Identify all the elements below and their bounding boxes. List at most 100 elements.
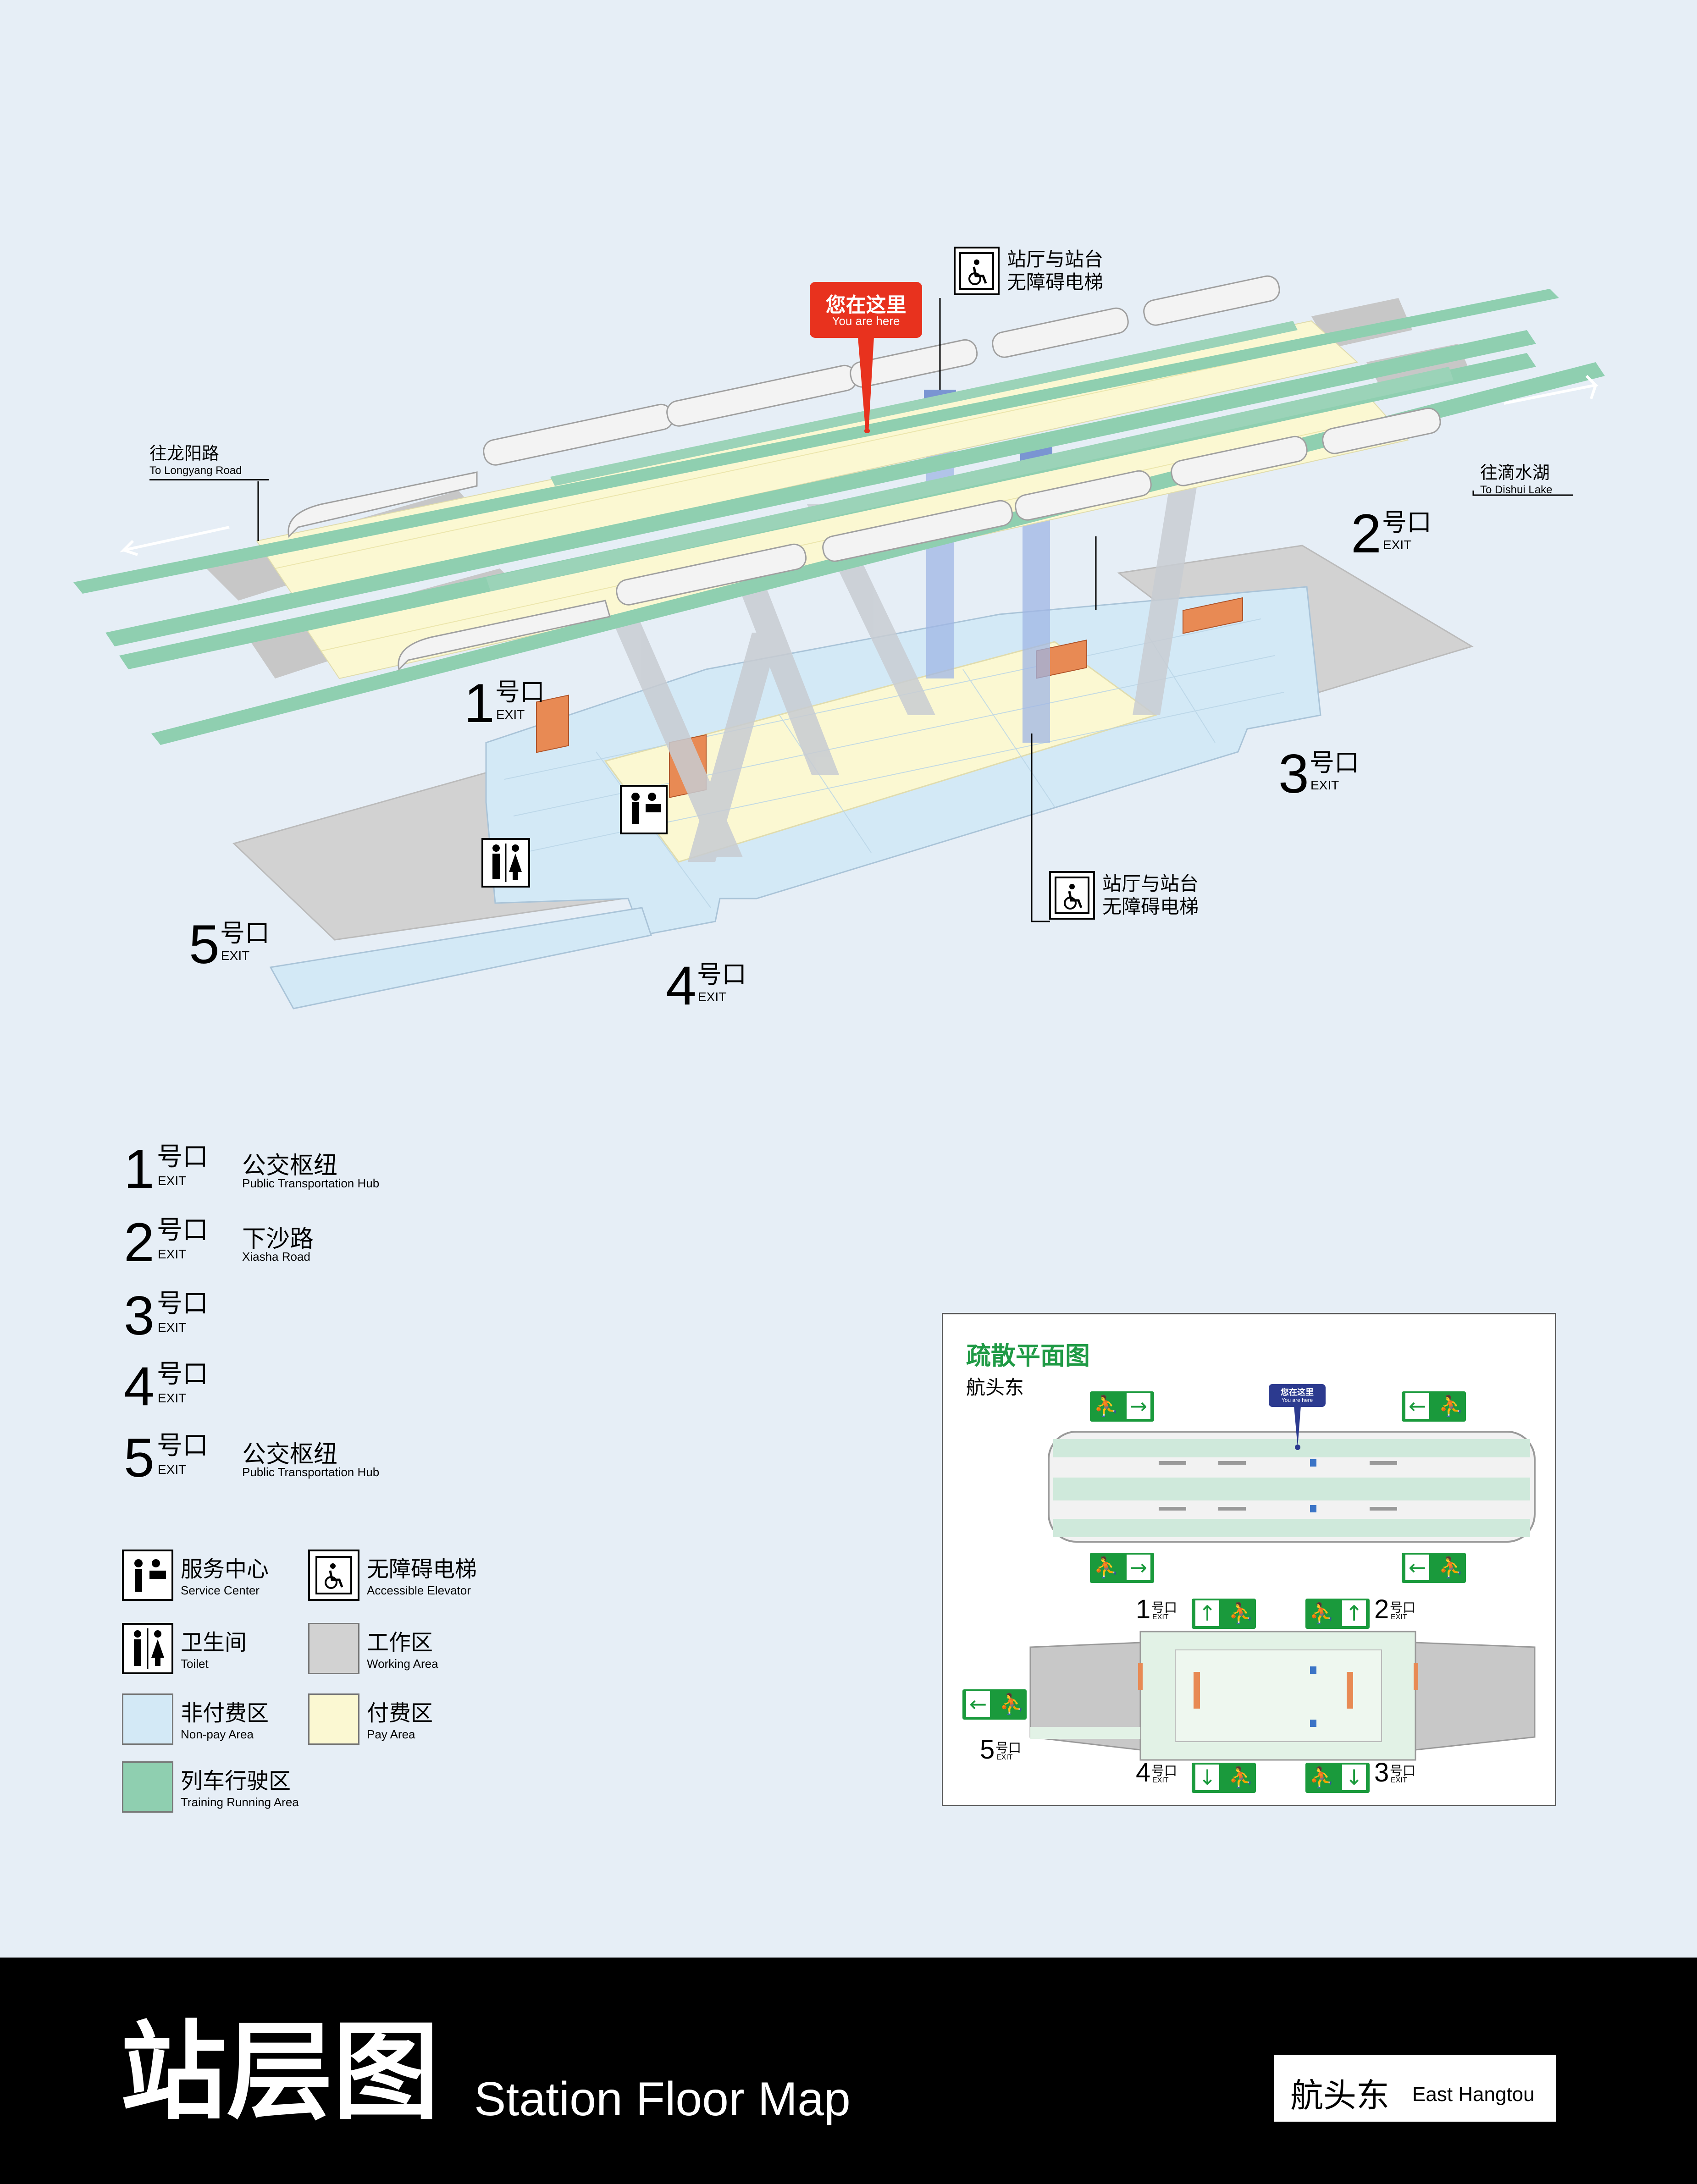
page-title-cn: 站层图 (120, 2010, 440, 2134)
elevator-callout-top-line2: 无障碍电梯 (1007, 271, 1104, 293)
exit-list-num: 1 (124, 1138, 155, 1200)
evac-exit-hao: 号口 (1390, 1600, 1416, 1615)
legend-service-center: 服务中心 Service Center (122, 1550, 315, 1605)
arrow-up-icon: ↑ (1195, 1600, 1219, 1626)
arrow-left-icon: ← (966, 1691, 990, 1717)
legend-label-en: Training Running Area (181, 1795, 299, 1809)
legend-pay-area: 付费区 Pay Area (308, 1693, 501, 1748)
station-name-box: 航头东 East Hangtou (1274, 2055, 1556, 2122)
station-3d-map (0, 0, 1697, 1054)
legend-label-cn: 列车行驶区 (181, 1768, 291, 1794)
running-man-icon: ⛹ (1228, 1766, 1254, 1789)
you-are-here-marker: 您在这里 You are here (810, 282, 922, 433)
evac-exit-en: EXIT (1391, 1776, 1407, 1784)
legend-label-cn: 付费区 (367, 1700, 433, 1726)
arrow-left-icon: ← (1405, 1393, 1429, 1419)
map-exit-1: 1 号口 EXIT (464, 676, 556, 735)
map-exit-3-en: EXIT (1310, 778, 1339, 792)
evac-exit-3: 3 号口 EXIT (1374, 1759, 1425, 1791)
evac-exit-num: 4 (1136, 1758, 1151, 1787)
evac-exit-num: 5 (980, 1735, 995, 1765)
exit-sign-1: ↑ ⛹ (1192, 1599, 1256, 1629)
map-exit-2-hao: 号口 (1382, 508, 1432, 537)
evac-exit-num: 1 (1136, 1594, 1151, 1624)
exit-list-dest-cn: 公交枢纽 (242, 1152, 338, 1180)
station-name-en: East Hangtou (1412, 2083, 1535, 2106)
pay-area-swatch (308, 1693, 359, 1745)
exit-list-row-1: 1 号口 EXIT 公交枢纽 Public Transportation Hub (124, 1142, 536, 1197)
exit-sign-3: ⛹ ↓ (1305, 1763, 1370, 1793)
map-exit-1-num: 1 (464, 673, 495, 734)
running-man-icon: ⛹ (999, 1693, 1024, 1716)
station-name-cn: 航头东 (1290, 2076, 1390, 2115)
evac-exit-num: 2 (1374, 1594, 1389, 1624)
service-center-icon (620, 785, 668, 834)
exit-sign-platform-bl: ⛹ → (1090, 1553, 1154, 1583)
non-pay-area-swatch (122, 1693, 173, 1745)
legend-label-en: Accessible Elevator (367, 1583, 471, 1597)
elevator-callout-bottom-line1: 站厅与站台 (1102, 872, 1199, 895)
map-exit-4: 4 号口 EXIT (666, 958, 757, 1018)
exit-list-hao: 号口 (157, 1142, 208, 1172)
running-man-icon: ⛹ (1094, 1395, 1119, 1418)
evac-exit-hao: 号口 (1390, 1763, 1416, 1778)
exit-list-ex: EXIT (158, 1174, 187, 1188)
exit-list-dest-en: Public Transportation Hub (242, 1465, 380, 1479)
evac-exit-2: 2 号口 EXIT (1374, 1596, 1425, 1628)
exit-list-num: 3 (124, 1285, 155, 1346)
arrow-left-icon: ← (1405, 1555, 1429, 1580)
exit-list-row-3: 3 号口 EXIT (124, 1288, 536, 1343)
exit-list-hao: 号口 (157, 1289, 208, 1318)
running-man-icon: ⛹ (1309, 1766, 1334, 1789)
map-exit-2-num: 2 (1351, 503, 1382, 564)
legend-toilet: 卫生间 Toilet (122, 1623, 315, 1678)
evac-you-are-here-cn: 您在这里 (1281, 1388, 1314, 1397)
elevator-callout-bottom-line2: 无障碍电梯 (1102, 895, 1199, 918)
evac-you-are-here-en: You are here (1281, 1397, 1313, 1403)
direction-left-cn: 往龙阳路 (149, 443, 220, 463)
running-man-icon: ⛹ (1309, 1602, 1334, 1625)
evac-exit-en: EXIT (996, 1754, 1013, 1761)
evac-exit-hao: 号口 (1151, 1600, 1177, 1615)
map-exit-1-en: EXIT (496, 707, 525, 722)
exit-list-dest-en: Public Transportation Hub (242, 1176, 380, 1190)
evacuation-station: 航头东 (966, 1376, 1024, 1399)
arrow-down-icon: ↓ (1342, 1765, 1366, 1790)
elevator-callout-bottom: 站厅与站台 无障碍电梯 (1049, 871, 1199, 920)
evac-exit-hao: 号口 (1151, 1763, 1177, 1778)
map-exit-3-num: 3 (1278, 743, 1309, 805)
legend-train-area: 列车行驶区 Training Running Area (122, 1761, 315, 1816)
exit-list-row-5: 5 号口 EXIT 公交枢纽 Public Transportation Hub (124, 1430, 536, 1485)
running-man-icon: ⛹ (1438, 1395, 1464, 1418)
evacuation-plan: 疏散平面图 航头东 您在这里 You are here (942, 1313, 1556, 1806)
direction-right-cn: 往滴水湖 (1480, 463, 1550, 483)
map-exit-5-num: 5 (189, 914, 220, 975)
map-exit-2-en: EXIT (1383, 538, 1412, 552)
map-exit-1-hao: 号口 (495, 678, 545, 706)
exit-list-hao: 号口 (157, 1359, 208, 1389)
exit-list-num: 5 (124, 1427, 155, 1489)
exit-sign-5: ← ⛹ (962, 1689, 1027, 1720)
direction-left-label: 往龙阳路 To Longyang Road (149, 439, 269, 480)
running-man-icon: ⛹ (1094, 1556, 1119, 1579)
evacuation-title: 疏散平面图 (966, 1341, 1090, 1370)
legend-label-cn: 无障碍电梯 (367, 1556, 477, 1582)
exit-list-dest-cn: 下沙路 (242, 1225, 314, 1253)
exit-list-ex: EXIT (158, 1462, 187, 1477)
exit-list-dest-cn: 公交枢纽 (242, 1441, 338, 1468)
page-title-en: Station Floor Map (474, 2073, 851, 2126)
exit-sign-4: ↓ ⛹ (1192, 1763, 1256, 1793)
exit-list-row-2: 2 号口 EXIT 下沙路 Xiasha Road (124, 1215, 536, 1270)
exit-list-hao: 号口 (157, 1431, 208, 1461)
exit-list-row-4: 4 号口 EXIT (124, 1359, 536, 1414)
accessible-elevator-icon (308, 1550, 359, 1601)
legend-label-en: Service Center (181, 1583, 260, 1597)
exit-sign-platform-tr: ← ⛹ (1402, 1391, 1466, 1422)
legend-label-en: Working Area (367, 1657, 438, 1671)
service-center-icon (122, 1550, 173, 1601)
exit-sign-2: ⛹ ↑ (1305, 1599, 1370, 1629)
exit-sign-platform-br: ← ⛹ (1402, 1553, 1466, 1583)
arrow-right-icon: → (1127, 1555, 1150, 1580)
exit-list-num: 2 (124, 1212, 155, 1273)
evac-exit-hao: 号口 (995, 1740, 1022, 1755)
